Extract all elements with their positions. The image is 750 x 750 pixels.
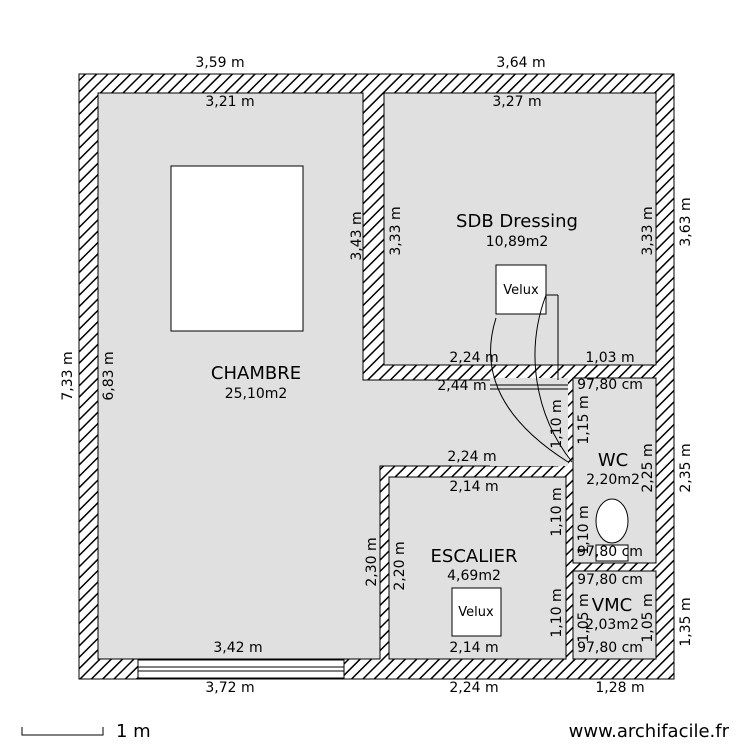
room-area-sdb: 10,89m2 <box>486 234 549 250</box>
dim-top-right-outer: 3,64 m <box>496 55 545 71</box>
dim-esc-top-outer: 2,24 m <box>447 449 496 465</box>
hall-floor <box>490 378 568 466</box>
velux-sdb <box>495 264 547 315</box>
dim-sdb-right-inner: 3,33 m <box>640 206 656 255</box>
dim-vmc-bottom: 97,80 cm <box>577 640 643 656</box>
dim-esc-right-110a: 1,10 m <box>549 487 565 536</box>
sdb-floor <box>383 92 657 366</box>
dim-hall-244: 2,44 m <box>437 378 486 394</box>
watermark: www.archifacile.fr <box>569 721 730 742</box>
dim-vmc-top: 97,80 cm <box>577 572 643 588</box>
dim-wc-right-225: 2,25 m <box>640 443 656 492</box>
room-area-chambre: 25,10m2 <box>225 386 288 402</box>
dim-esc-top-inner: 2,14 m <box>449 479 498 495</box>
dim-bottom-left-outer: 3,72 m <box>205 680 254 696</box>
vmc-floor <box>572 570 657 660</box>
dim-chambre-top-inner: 3,21 m <box>205 94 254 110</box>
toilet-tank <box>595 544 629 562</box>
dim-top-left-outer: 3,59 m <box>195 55 244 71</box>
room-name-wc: WC <box>598 450 628 471</box>
bottom-window <box>137 659 345 679</box>
dim-esc-left-inner: 2,20 m <box>392 541 408 590</box>
dim-wc-top: 97,80 cm <box>577 377 643 393</box>
dim-right-outer-135: 1,35 m <box>678 597 694 646</box>
dim-right-outer-363: 3,63 m <box>678 197 694 246</box>
velux-escalier <box>451 587 502 637</box>
toilet-bowl <box>595 498 629 544</box>
dim-hall-v-110: 1,10 m <box>549 399 565 448</box>
bed <box>170 165 304 332</box>
dim-vmc-right-105: 1,05 m <box>640 593 656 642</box>
door-swing-arc <box>534 294 573 463</box>
dim-vmc-left-105: 1,05 m <box>576 593 592 642</box>
room-name-sdb: SDB Dressing <box>456 211 578 232</box>
dim-left-inner: 6,83 m <box>101 351 117 400</box>
door-swing-arc-2 <box>490 317 569 463</box>
velux-sdb-label: Velux <box>503 283 539 298</box>
dim-sdb-left-inner: 3,33 m <box>388 206 404 255</box>
dim-bottom-mid-outer: 2,24 m <box>449 680 498 696</box>
dim-esc-right-110b: 1,10 m <box>576 505 592 554</box>
dim-chambre-bottom-inner: 3,42 m <box>213 640 262 656</box>
dim-sdb-bottom-224: 2,24 m <box>449 350 498 366</box>
room-area-wc: 2,20m2 <box>586 472 640 488</box>
room-area-vmc: 2,03m2 <box>585 617 639 633</box>
scale-bar <box>21 727 104 736</box>
dim-esc-bottom-inner: 2,14 m <box>449 640 498 656</box>
dim-wall-343: 3,43 m <box>349 211 365 260</box>
room-name-vmc: VMC <box>592 595 632 616</box>
dim-hall-v-115: 1,15 m <box>576 395 592 444</box>
dim-esc-right-110c: 1,10 m <box>549 588 565 637</box>
dim-esc-left-outer: 2,30 m <box>364 537 380 586</box>
room-name-escalier: ESCALIER <box>431 546 518 567</box>
dim-sdb-top-inner: 3,27 m <box>492 94 541 110</box>
dim-wc-bottom: 97,80 cm <box>577 544 643 560</box>
dim-left-outer: 7,33 m <box>60 351 76 400</box>
dim-sdb-bottom-103: 1,03 m <box>585 350 634 366</box>
room-area-escalier: 4,69m2 <box>447 568 501 584</box>
scale-label: 1 m <box>116 721 151 742</box>
room-name-chambre: CHAMBRE <box>211 363 301 384</box>
dim-bottom-right-outer: 1,28 m <box>595 680 644 696</box>
dim-right-outer-235: 2,35 m <box>678 443 694 492</box>
velux-escalier-label: Velux <box>458 605 494 620</box>
